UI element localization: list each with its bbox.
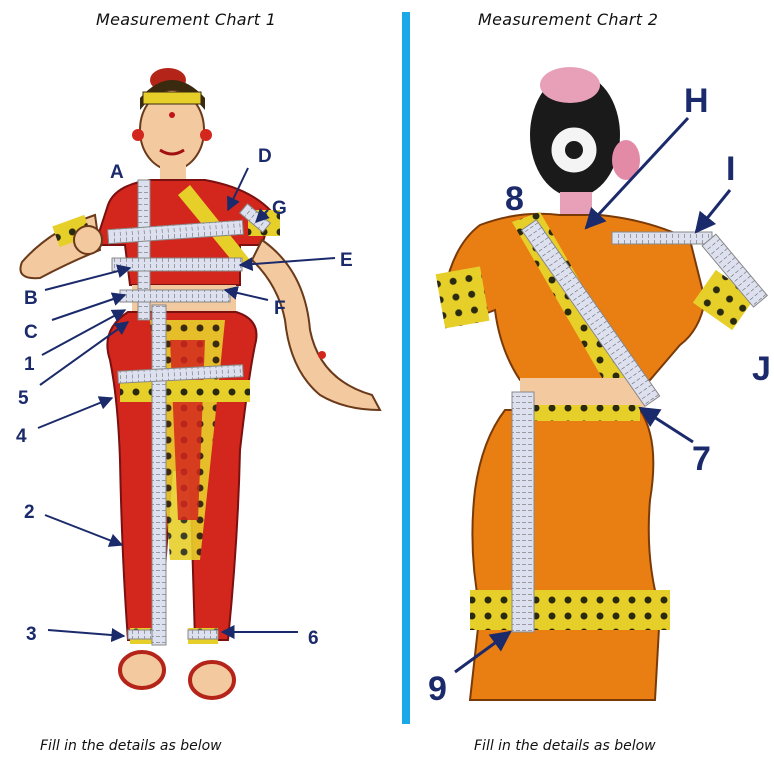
label-H: H [684, 82, 709, 120]
label-8: 8 [505, 180, 524, 218]
label-6: 6 [308, 628, 319, 649]
label-B: B [24, 288, 38, 309]
chart1-head [132, 68, 212, 170]
label-G: G [272, 198, 287, 219]
label-3: 3 [26, 624, 37, 645]
label-2: 2 [24, 502, 35, 523]
label-A: A [110, 162, 124, 183]
chart1-body [20, 165, 380, 698]
chart2-footer: Fill in the details as below [474, 738, 656, 754]
label-J: J [752, 350, 771, 388]
label-E: E [340, 250, 353, 271]
label-9: 9 [428, 670, 447, 708]
label-1: 1 [24, 354, 35, 375]
label-4: 4 [16, 426, 27, 447]
label-F: F [274, 298, 286, 319]
label-5: 5 [18, 388, 29, 409]
chart1-footer: Fill in the details as below [40, 738, 222, 754]
chart2-figure [436, 67, 755, 700]
label-7: 7 [692, 440, 711, 478]
label-C: C [24, 322, 38, 343]
label-I: I [726, 150, 735, 188]
label-D: D [258, 146, 272, 167]
